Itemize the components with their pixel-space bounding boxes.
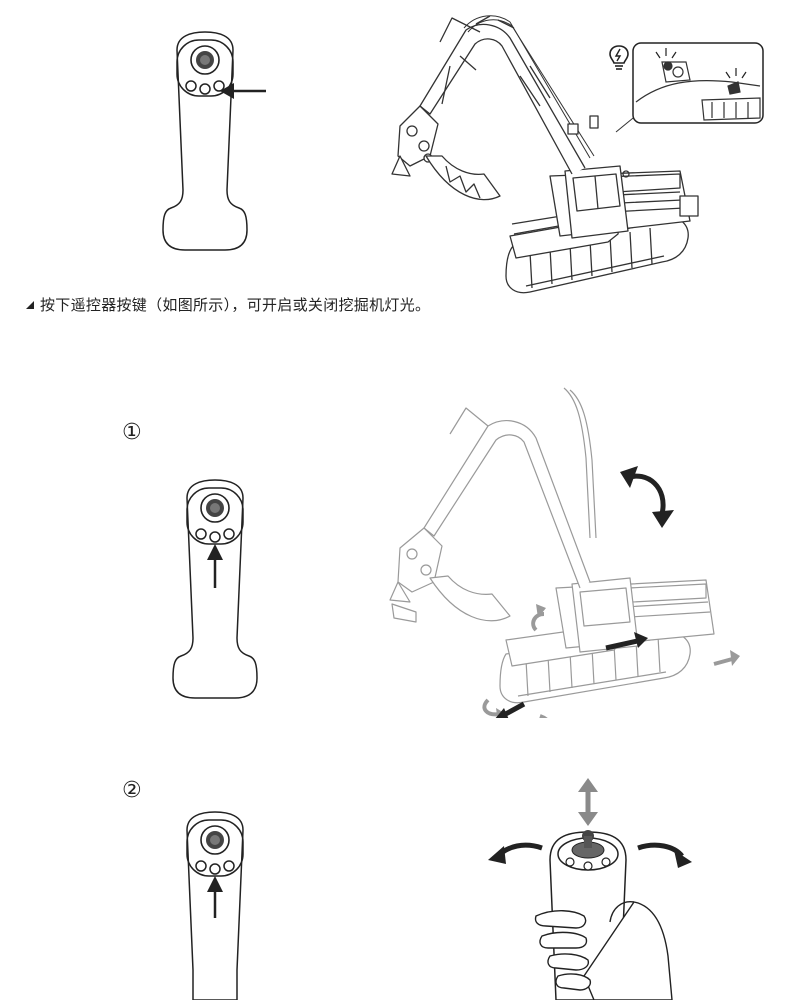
- excavator-illustration-1: [380, 6, 700, 306]
- lightbulb-icon: [608, 44, 630, 72]
- remote-control-2: [165, 478, 285, 708]
- instruction-caption: 按下遥控器按键（如图所示），可开启或关闭挖掘机灯光。: [26, 294, 430, 315]
- remote-control-3: [165, 810, 285, 1000]
- light-detail-inset: [632, 42, 764, 124]
- excavator-icon: [391, 15, 699, 294]
- remote-control-1: [155, 30, 275, 260]
- arrow-to-button: [218, 80, 268, 102]
- rotate-arrow-icon: [620, 466, 674, 528]
- joystick-remote-icon: [162, 31, 248, 251]
- triangle-bullet-icon: [26, 301, 34, 309]
- arrow-icon: [220, 83, 266, 99]
- instruction-text: 按下遥控器按键（如图所示），可开启或关闭挖掘机灯光。: [40, 296, 431, 314]
- joystick-remote-icon: [186, 811, 244, 1000]
- excavator-illustration-2: [376, 378, 746, 718]
- excavator-icon: [389, 387, 740, 718]
- step-2-marker: ②: [122, 778, 142, 803]
- hand-holding-remote: [484, 776, 704, 1000]
- joystick-remote-icon: [172, 479, 258, 699]
- step-1-marker: ①: [122, 420, 142, 445]
